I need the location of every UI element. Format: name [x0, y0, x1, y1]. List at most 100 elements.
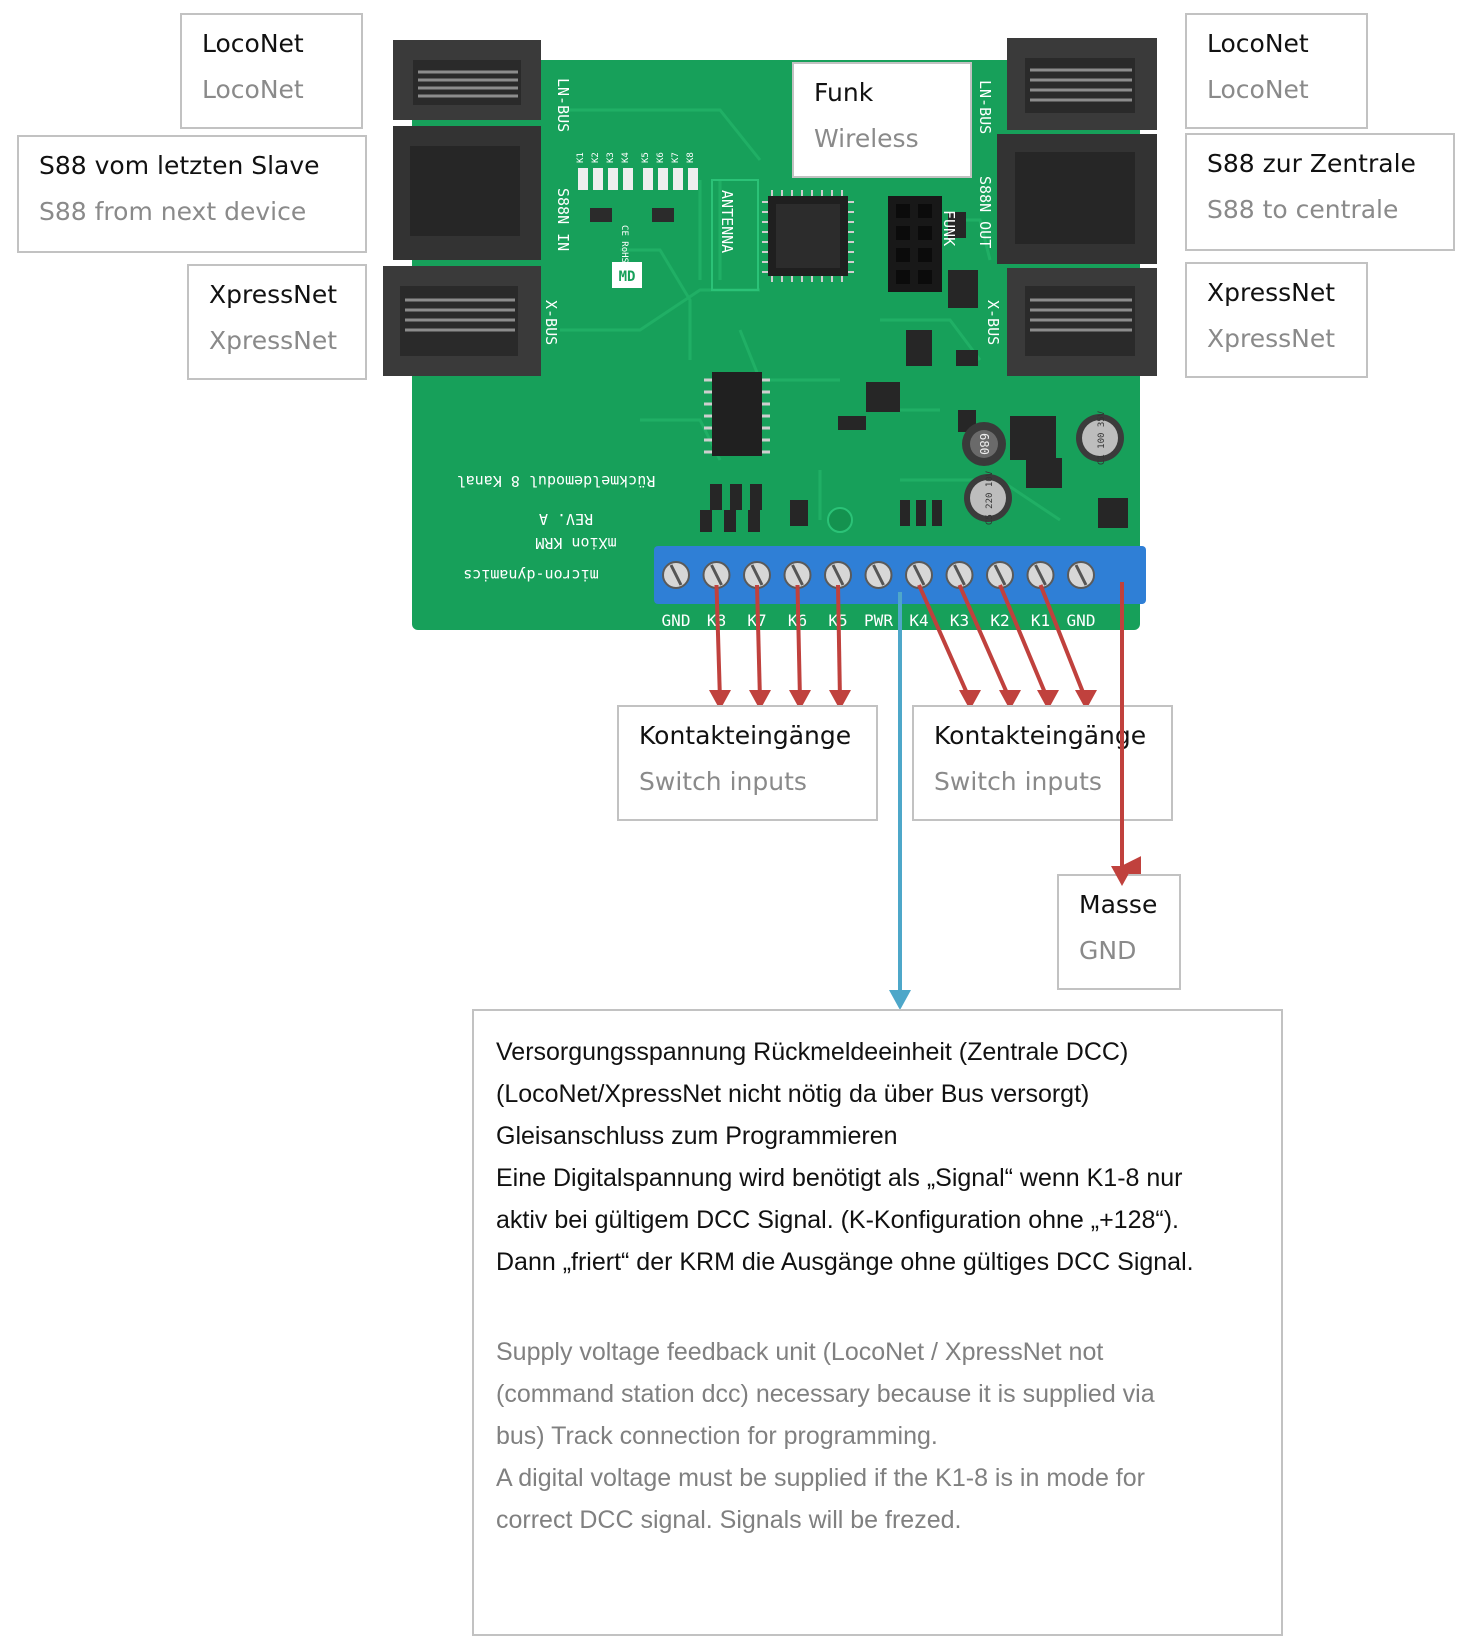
terminal-label: K1	[1031, 611, 1050, 630]
md-logo-text: MD	[619, 269, 636, 285]
capacitor-c5-label: C5 220 10V	[985, 470, 995, 525]
md-logo: MD	[612, 262, 642, 288]
supply-de-line: (LocoNet/XpressNet nicht nötig da über B…	[496, 1080, 1090, 1108]
label-en: S88 to centrale	[1207, 195, 1399, 224]
logic-ic	[704, 372, 770, 456]
switch-input-arrow	[957, 584, 1012, 701]
terminal-label: GND	[1067, 611, 1096, 630]
label-en: Switch inputs	[934, 767, 1102, 796]
led-label: K8	[686, 152, 696, 163]
switch-input-arrow	[714, 584, 722, 701]
supply-de-line: aktiv bei gültigem DCC Signal. (K-Konfig…	[496, 1206, 1179, 1234]
rj-connectors-right	[997, 38, 1157, 376]
supply-en-line: (command station dcc) necessary because …	[496, 1380, 1155, 1408]
label-en: XpressNet	[1207, 324, 1336, 353]
switch-input-arrow	[795, 584, 802, 701]
supply-en-line: correct DCC signal. Signals will be frez…	[496, 1506, 962, 1534]
silk-description: Rückmeldemodul 8 Kanal	[457, 472, 656, 490]
switch-input-arrow-head	[999, 690, 1021, 710]
terminal-label: GND	[662, 611, 691, 630]
label-de: XpressNet	[1207, 278, 1336, 307]
capacitor-c1: C1 100 35V	[1076, 410, 1124, 465]
terminal-screw-slot	[872, 564, 885, 586]
switch-input-arrow-head	[789, 690, 811, 710]
terminal-screw-slot	[710, 564, 723, 586]
silk-s88n-in: S88N IN	[554, 188, 572, 251]
label-de: Kontakteingänge	[934, 721, 1147, 750]
supply-en-line: A digital voltage must be supplied if th…	[496, 1464, 1145, 1492]
supply-en-line: bus) Track connection for programming.	[496, 1422, 938, 1450]
led-label: K5	[641, 152, 651, 163]
capacitor-c5: C5 220 10V	[964, 470, 1012, 525]
label-switch-inputs-left: Kontakteingänge Switch inputs	[617, 705, 878, 821]
supply-info-box: Versorgungsspannung Rückmeldeeinheit (Ze…	[472, 1009, 1283, 1636]
label-de: Kontakteingänge	[639, 721, 852, 750]
switch-input-arrow	[917, 584, 972, 701]
silk-s88n-out: S88N OUT	[976, 176, 994, 248]
microcontroller	[762, 190, 854, 282]
terminal-label: K2	[990, 611, 1009, 630]
switch-input-arrow-head	[1037, 690, 1059, 710]
silk-revision: REV. A	[539, 510, 593, 528]
label-en: Switch inputs	[639, 767, 807, 796]
label-de: XpressNet	[209, 280, 338, 309]
switch-input-arrow-head	[1075, 690, 1097, 710]
label-ground: Masse GND	[1057, 874, 1181, 990]
terminal-screw-slot	[750, 564, 764, 586]
label-en: XpressNet	[209, 326, 338, 355]
label-en: GND	[1079, 936, 1137, 965]
label-de: S88 zur Zentrale	[1207, 149, 1416, 178]
status-leds	[578, 168, 698, 222]
pcb-traces	[560, 108, 1061, 522]
switch-input-arrow	[755, 584, 762, 701]
funk-header	[888, 196, 942, 292]
label-loconet-left: LocoNet LocoNet	[180, 13, 363, 129]
terminal-screw-slot	[953, 564, 966, 586]
terminal-label: PWR	[864, 611, 893, 630]
terminal-screw-slot	[669, 564, 683, 586]
silkscreen: LN-BUS S88N IN X-BUS LN-BUS S88N OUT X-B…	[457, 78, 1002, 584]
switch-input-arrow-head	[829, 690, 851, 710]
silk-x-bus-right: X-BUS	[984, 300, 1002, 345]
led-label: K6	[656, 152, 666, 163]
switch-input-arrow-head	[749, 690, 771, 710]
supply-de-line: Dann „friert“ der KRM die Ausgänge ohne …	[496, 1248, 1194, 1276]
label-xpressnet-right: XpressNet XpressNet	[1185, 262, 1368, 378]
antenna-area	[711, 179, 759, 291]
silk-model: mXion KRM	[535, 534, 616, 552]
spacer	[496, 1283, 1259, 1331]
supply-en-line: Supply voltage feedback unit (LocoNet / …	[496, 1338, 1104, 1366]
rj-connectors-left	[383, 40, 541, 376]
label-en: LocoNet	[202, 75, 304, 104]
terminal-screw-slot	[912, 564, 926, 586]
supply-de-line: Gleisanschluss zum Programmieren	[496, 1122, 898, 1150]
supply-de-line: Eine Digitalspannung wird benötigt als „…	[496, 1164, 1183, 1192]
led-label: K3	[606, 152, 616, 163]
power-arrow-head	[889, 990, 911, 1010]
label-en: LocoNet	[1207, 75, 1309, 104]
terminal-screw-slot	[831, 564, 845, 586]
switch-input-arrows	[709, 584, 1097, 710]
switch-input-arrow	[836, 584, 842, 701]
terminal-label: K3	[950, 611, 969, 630]
label-de: Funk	[814, 78, 874, 107]
led-label: K7	[671, 152, 681, 163]
switch-input-arrow-head	[959, 690, 981, 710]
label-s88-in: S88 vom letzten Slave S88 from next devi…	[17, 135, 367, 253]
smd-parts	[700, 212, 1128, 532]
led-label: K1	[576, 152, 586, 163]
pcb-board	[412, 60, 1140, 630]
label-s88-out: S88 zur Zentrale S88 to centrale	[1185, 133, 1455, 251]
mounting-hole	[827, 507, 853, 533]
silk-ce: CE RoHS	[619, 225, 629, 263]
label-de: S88 vom letzten Slave	[39, 151, 320, 180]
label-de: LocoNet	[202, 29, 304, 58]
label-loconet-right: LocoNet LocoNet	[1185, 13, 1368, 129]
switch-input-arrow-head	[709, 690, 731, 710]
label-xpressnet-left: XpressNet XpressNet	[187, 264, 367, 380]
label-de: Masse	[1079, 890, 1158, 919]
silk-funk: FUNK	[940, 210, 958, 246]
silk-ln-bus-left: LN-BUS	[554, 78, 572, 132]
